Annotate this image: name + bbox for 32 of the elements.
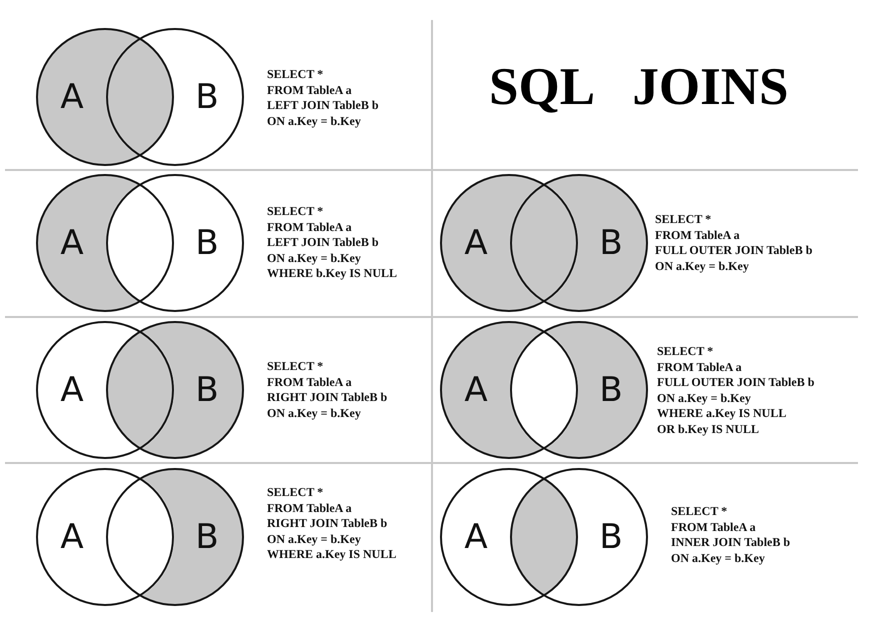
sql-query: SELECT * FROM TableA a FULL OUTER JOIN TableB b ON a.Key = b.Key WHERE a.Key IS NULL OR b.Key IS NULL xyxy=(657,344,814,438)
set-label: B xyxy=(599,520,623,554)
venn-circle xyxy=(35,173,175,313)
set-label: B xyxy=(195,373,219,407)
title: SQL JOINS xyxy=(489,61,788,114)
sql-query: SELECT * FROM TableA a LEFT JOIN TableB b ON a.Key = b.Key WHERE b.Key IS NULL xyxy=(267,204,398,282)
venn-circle xyxy=(105,27,245,167)
sql-query: SELECT * FROM TableA a INNER JOIN TableB b ON a.Key = b.Key xyxy=(671,504,790,566)
set-label: A xyxy=(464,373,488,407)
set-label: A xyxy=(60,373,84,407)
set-label: A xyxy=(464,520,488,554)
sql-query: SELECT * FROM TableA a RIGHT JOIN TableB b ON a.Key = b.Key WHERE a.Key IS NULL xyxy=(267,485,396,563)
venn-circle xyxy=(509,467,649,607)
set-label: A xyxy=(60,80,84,114)
set-label: B xyxy=(599,226,623,260)
set-label: B xyxy=(195,520,219,554)
venn-circle xyxy=(509,173,649,313)
set-label: B xyxy=(195,226,219,260)
set-label: B xyxy=(599,373,623,407)
venn-circle xyxy=(439,467,579,607)
set-label: A xyxy=(464,226,488,260)
sql-query: SELECT * FROM TableA a LEFT JOIN TableB b ON a.Key = b.Key xyxy=(267,67,378,130)
set-label: B xyxy=(195,80,219,114)
set-label: A xyxy=(60,520,84,554)
venn-circle xyxy=(105,320,245,460)
venn-circle xyxy=(105,173,245,313)
venn-circle xyxy=(105,467,245,607)
venn-circle xyxy=(35,27,175,167)
sql-query: SELECT * FROM TableA a FULL OUTER JOIN TableB b ON a.Key = b.Key xyxy=(655,212,812,274)
venn-circle xyxy=(509,320,649,460)
set-label: A xyxy=(60,226,84,260)
sql-query: SELECT * FROM TableA a RIGHT JOIN TableB b ON a.Key = b.Key xyxy=(267,359,388,422)
